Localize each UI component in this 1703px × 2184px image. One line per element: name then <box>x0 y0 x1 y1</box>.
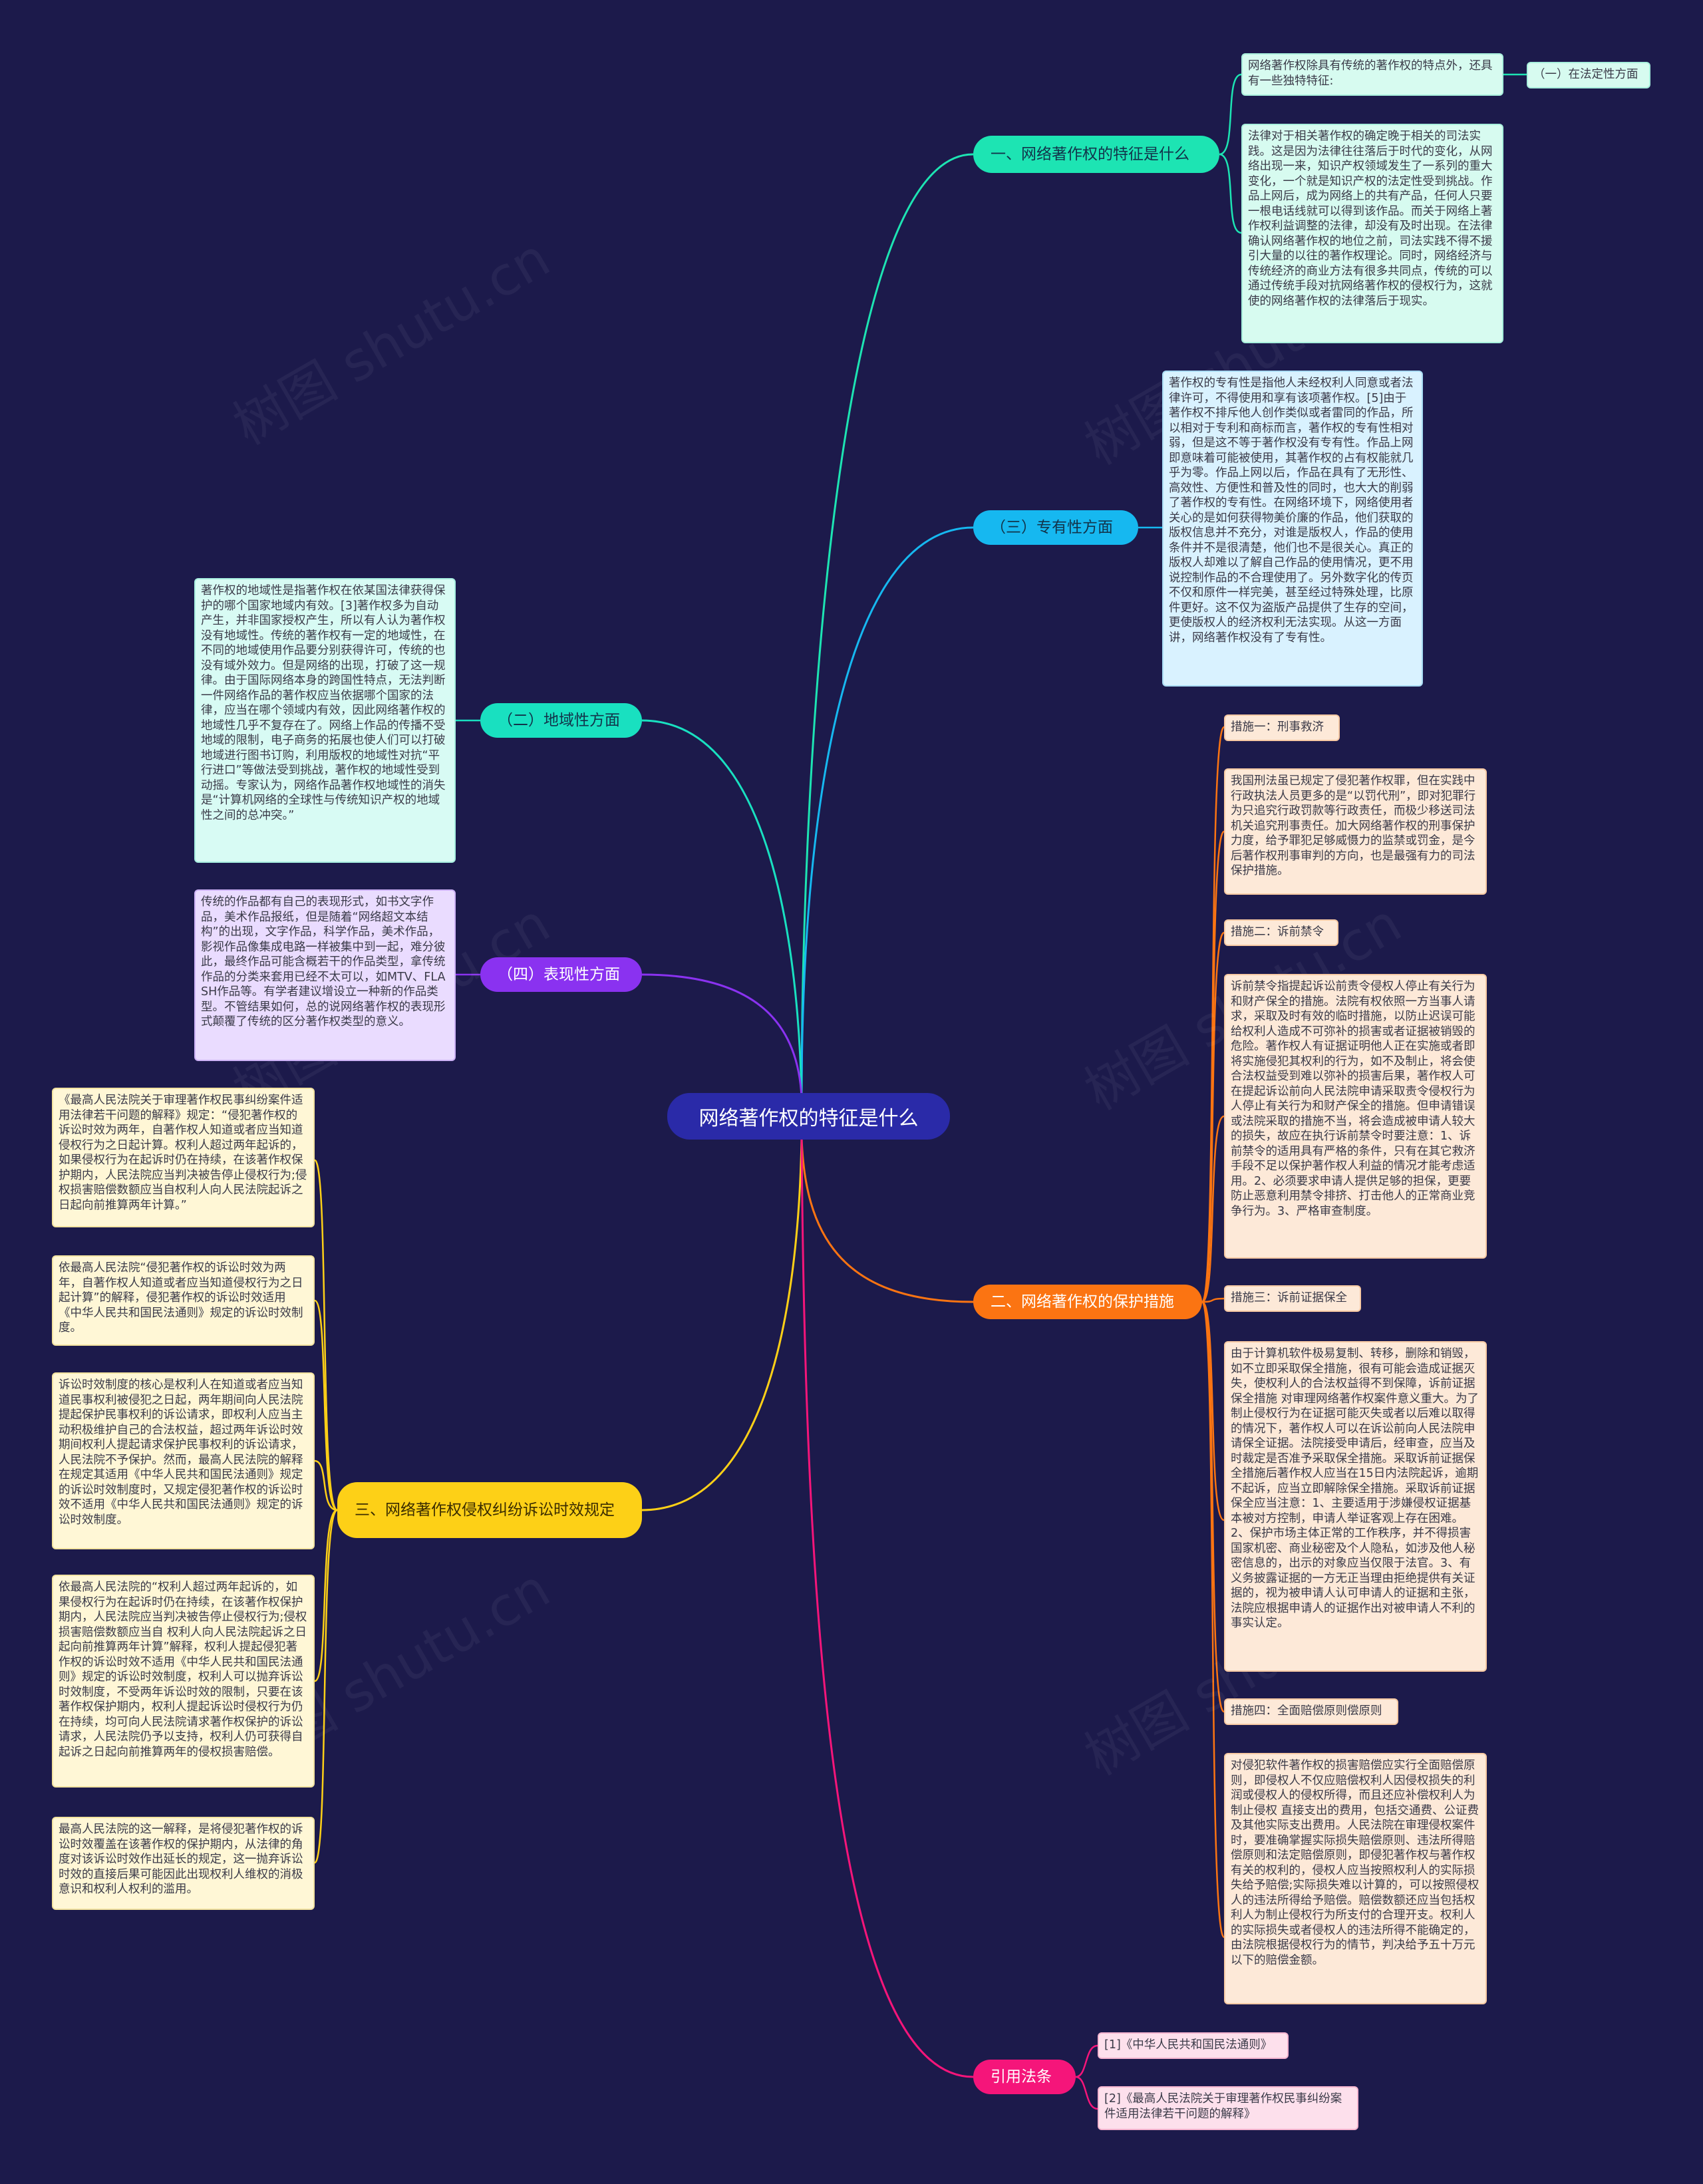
branch-exclusivity[interactable]: （三）专有性方面 <box>973 510 1138 545</box>
limitation-detail-3: 诉讼时效制度的核心是权利人在知道或者应当知道民事权利被侵犯之日起，两年期间向人民… <box>52 1372 315 1549</box>
measure-4-detail: 对侵犯软件著作权的损害赔偿应实行全面赔偿原则，即侵权人不仅应赔偿权利人因侵权损失… <box>1224 1753 1487 2004</box>
measure-1-title: 措施一：刑事救济 <box>1224 714 1340 741</box>
limitation-detail-1: 《最高人民法院关于审理著作权民事纠纷案件适用法律若干问题的解释》规定：“侵犯著作… <box>52 1088 315 1227</box>
limitation-detail-4: 依最高人民法院的“权利人超过两年起诉的，如果侵权行为在起诉时仍在持续，在该著作权… <box>52 1575 315 1788</box>
leaf-legality: （一）在法定性方面 <box>1527 62 1650 88</box>
limitation-detail-5: 最高人民法院的这一解释，是将侵犯著作权的诉讼时效覆盖在该著作权的保护期内，从法律… <box>52 1817 315 1910</box>
citation-2[interactable]: [2]《最高人民法院关于审理著作权民事纠纷案件适用法律若干问题的解释》 <box>1098 2086 1358 2130</box>
leaf-exclusivity-detail: 著作权的专有性是指他人未经权利人同意或者法律许可，不得使用和享有该项著作权。[5… <box>1162 371 1423 687</box>
root-topic[interactable]: 网络著作权的特征是什么 <box>667 1093 950 1140</box>
leaf-features-intro: 网络著作权除具有传统的著作权的特点外，还具有一些独特特征: <box>1241 53 1503 96</box>
branch-limitation-rules[interactable]: 三、网络著作权侵权纠纷诉讼时效规定 <box>337 1482 642 1538</box>
limitation-detail-2: 依最高人民法院“侵犯著作权的诉讼时效为两年，自著作权人知道或者应当知道侵权行为之… <box>52 1255 315 1346</box>
measure-3-title: 措施三：诉前证据保全 <box>1224 1285 1361 1312</box>
leaf-territoriality-detail: 著作权的地域性是指著作权在依某国法律获得保护的哪个国家地域内有效。[3]著作权多… <box>194 578 456 863</box>
branch-territoriality[interactable]: （二）地域性方面 <box>480 703 642 738</box>
leaf-expression-detail: 传统的作品都有自己的表现形式，如书文字作品，美术作品报纸，但是随着“网络超文本结… <box>194 889 456 1061</box>
leaf-legality-detail: 法律对于相关著作权的确定晚于相关的司法实践。这是因为法律往往落后于时代的变化，从… <box>1241 124 1503 343</box>
branch-features[interactable]: 一、网络著作权的特征是什么 <box>973 136 1219 173</box>
branch-expression[interactable]: （四）表现性方面 <box>480 957 642 992</box>
citation-1[interactable]: [1]《中华人民共和国民法通则》 <box>1098 2032 1289 2059</box>
branch-cited-laws[interactable]: 引用法条 <box>973 2060 1076 2094</box>
measure-2-detail: 诉前禁令指提起诉讼前责令侵权人停止有关行为和财产保全的措施。法院有权依照一方当事… <box>1224 974 1487 1259</box>
branch-protection-measures[interactable]: 二、网络著作权的保护措施 <box>973 1285 1202 1319</box>
measure-4-title: 措施四：全面赔偿原则偿原则 <box>1224 1698 1398 1725</box>
measure-1-detail: 我国刑法虽已规定了侵犯著作权罪，但在实践中行政执法人员更多的是“以罚代刑”，即对… <box>1224 768 1487 895</box>
measure-3-detail: 由于计算机软件极易复制、转移，删除和销毁，如不立即采取保全措施，很有可能会造成证… <box>1224 1341 1487 1672</box>
measure-2-title: 措施二：诉前禁令 <box>1224 919 1338 946</box>
